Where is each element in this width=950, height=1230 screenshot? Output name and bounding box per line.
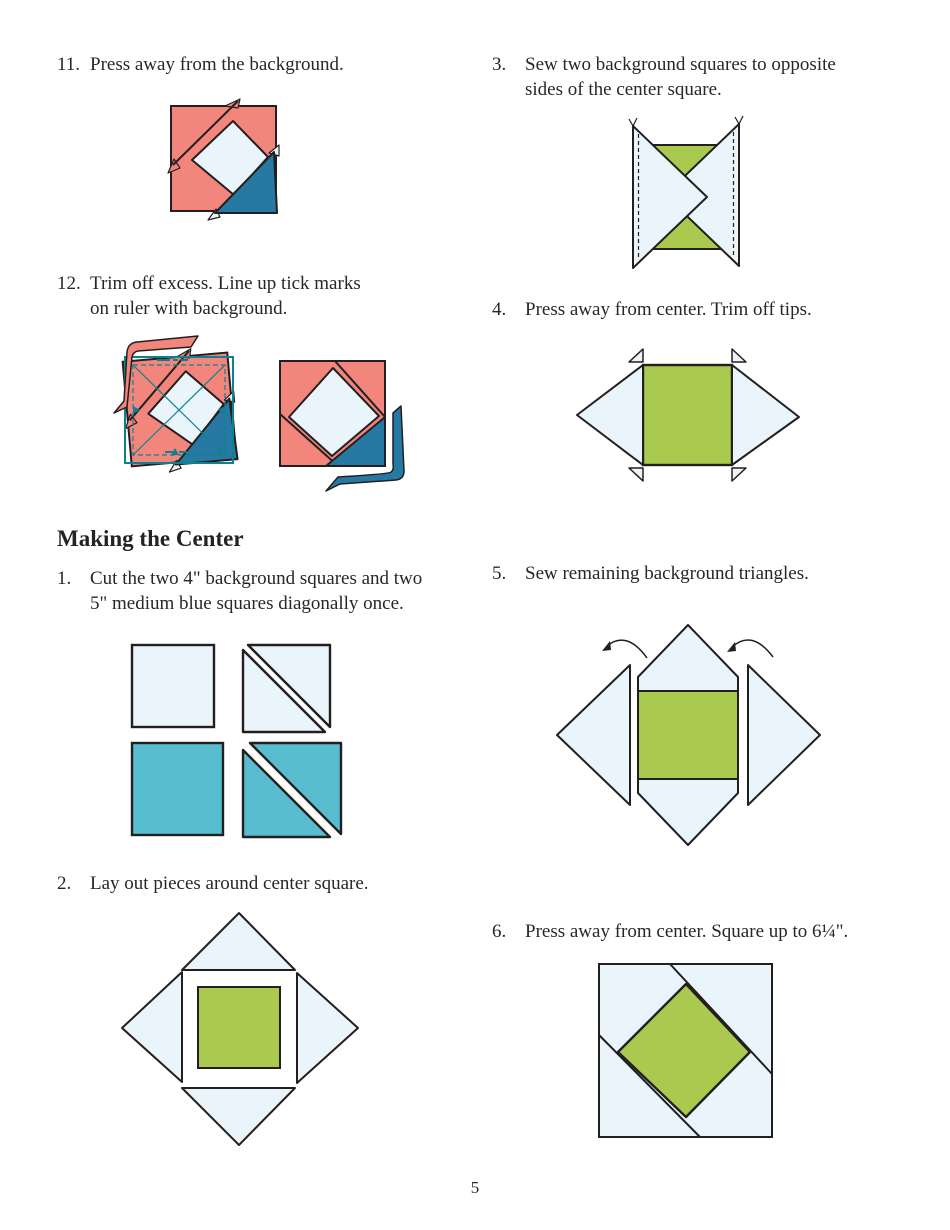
center-square-pressed	[641, 363, 734, 467]
step-2-number: 2.	[57, 873, 72, 894]
step-11-line-1: Press away from the background.	[90, 54, 344, 75]
step-6-text: Press away from center. Square up to 6¼"…	[525, 919, 848, 944]
section-heading: Making the Center	[57, 526, 244, 551]
diagram-press-trim	[576, 348, 800, 482]
pressed-triangle-left	[576, 364, 644, 466]
step-1-line-2: 5" medium blue squares diagonally once.	[90, 593, 404, 614]
ruler-outline	[124, 356, 234, 464]
step-4-line-1: Press away from center. Trim off tips.	[525, 299, 812, 320]
loose-triangle-left	[556, 664, 631, 806]
step-3-text: Sew two background squares to opposite s…	[525, 52, 836, 102]
step-5-text: Sew remaining background triangles.	[525, 561, 809, 586]
ruler-diagonal-2	[132, 364, 226, 456]
diagram-finished-center	[598, 963, 773, 1138]
step-4: 4. Press away from center. Trim off tips…	[492, 297, 812, 322]
medium-blue-square	[130, 741, 225, 837]
background-triangle-upper	[246, 643, 332, 729]
step-11-number: 11.	[57, 54, 81, 75]
pressed-triangle-up	[637, 624, 739, 692]
seam-line-2	[279, 413, 339, 467]
triangle-bottom	[181, 1087, 296, 1146]
step-11-text: Press away from the background.	[90, 52, 344, 77]
seam-line-lower	[598, 1034, 701, 1138]
step-12-line-1: Trim off excess. Line up tick marks	[90, 273, 361, 294]
diagram-sew-squares	[628, 115, 744, 269]
step-4-number: 4.	[492, 299, 507, 320]
page-number: 5	[470, 1178, 480, 1197]
square-ruler-overlay	[124, 356, 234, 464]
step-4-text: Press away from center. Trim off tips.	[525, 297, 812, 322]
blue-trimmed-strip	[325, 405, 405, 492]
step-2-line-1: Lay out pieces around center square.	[90, 873, 369, 894]
step-11: 11. Press away from the background.	[57, 52, 344, 77]
step-5-line-1: Sew remaining background triangles.	[525, 563, 809, 584]
flip-arrow-right	[731, 639, 774, 658]
medium-blue-triangle-lower	[241, 748, 332, 839]
center-diamond-trimmed	[288, 367, 380, 457]
background-triangle-lower	[241, 648, 327, 734]
center-square-unit	[637, 690, 739, 780]
diagram-sew-remaining	[556, 624, 821, 846]
tip-mark-right	[734, 115, 744, 126]
ruler-tick-right	[218, 406, 225, 414]
seam-line-upper	[669, 963, 773, 1075]
diagram-layout	[121, 912, 359, 1146]
pressed-triangle-right	[731, 364, 800, 466]
medium-blue-triangle-upper	[248, 741, 343, 836]
step-5: 5. Sew remaining background triangles.	[492, 561, 809, 586]
flip-arrow-right-head	[727, 642, 736, 652]
flip-arrow-left-head	[602, 641, 611, 651]
step-3-number: 3.	[492, 54, 507, 75]
seam-dog-ear-left	[167, 158, 181, 174]
step-12: 12. Trim off excess. Line up tick marks …	[57, 271, 361, 321]
loose-triangle-right	[747, 664, 821, 806]
trimmed-block	[113, 335, 405, 492]
step-6: 6. Press away from center. Square up to …	[492, 919, 848, 944]
center-square	[197, 986, 281, 1069]
diagram-cut-squares	[130, 643, 343, 839]
step-1-number: 1.	[57, 568, 72, 589]
folded-square-left	[632, 125, 708, 269]
step-12-number: 12.	[57, 273, 81, 294]
step-12-line-2: on ruler with background.	[90, 298, 288, 319]
tip-mark-left	[628, 117, 638, 128]
seam-line	[172, 100, 239, 166]
triangle-top	[181, 912, 296, 971]
triangle-left	[121, 971, 183, 1083]
step-6-number: 6.	[492, 921, 507, 942]
dark-blue-triangle-trimmed	[325, 416, 386, 467]
step-1-line-1: Cut the two 4" background squares and tw…	[90, 568, 423, 589]
diagram-trim-ruler	[113, 335, 405, 492]
trimmed-tip-bottom-left	[628, 467, 644, 482]
ruler-tick-left	[133, 406, 140, 414]
flip-arrow-left	[606, 639, 648, 659]
dark-blue-triangle	[214, 151, 278, 214]
center-diamond-finished	[616, 982, 752, 1119]
seam-line-1	[334, 360, 386, 418]
background-square	[130, 643, 216, 729]
step-3-line-2: sides of the center square.	[525, 79, 722, 100]
step-2: 2. Lay out pieces around center square.	[57, 871, 369, 896]
step-1: 1. Cut the two 4" background squares and…	[57, 566, 422, 616]
diagram-pressed-block	[167, 98, 280, 221]
step-2-text: Lay out pieces around center square.	[90, 871, 369, 896]
pressed-triangle-down	[637, 778, 739, 846]
salmon-trimmed-strip	[113, 335, 199, 414]
step-5-number: 5.	[492, 563, 507, 584]
trimmed-tip-top-left	[628, 348, 644, 363]
trimmed-tip-top-right	[731, 348, 747, 363]
step-12-text: Trim off excess. Line up tick marks on r…	[90, 271, 361, 321]
trimmed-tip-bottom-right	[731, 467, 747, 482]
step-3: 3. Sew two background squares to opposit…	[492, 52, 836, 102]
step-1-text: Cut the two 4" background squares and tw…	[90, 566, 422, 616]
step-6-line-1: Press away from center. Square up to 6¼"…	[525, 921, 849, 942]
triangle-right	[296, 972, 359, 1084]
step-3-line-1: Sew two background squares to opposite	[525, 54, 836, 75]
